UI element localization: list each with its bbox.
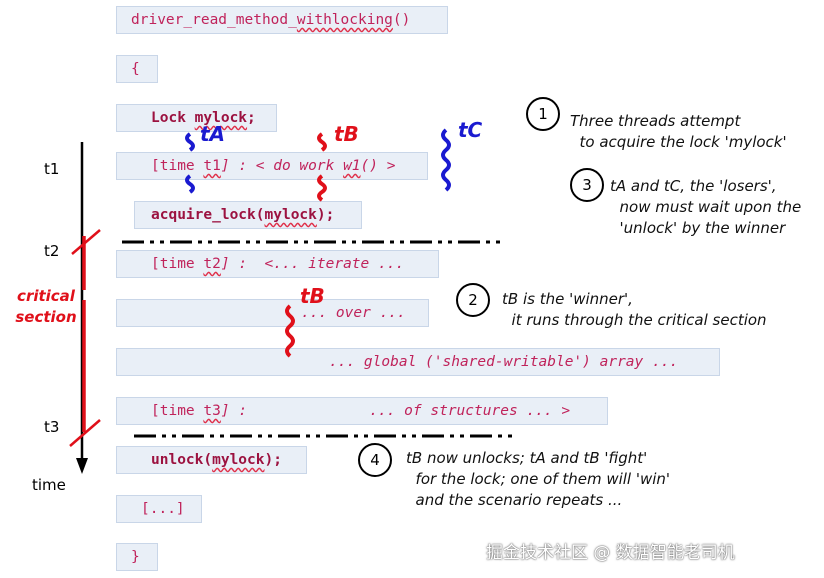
- code-ellipsis: [...]: [116, 495, 202, 523]
- code-text: mylock: [264, 207, 317, 223]
- code-text: [time: [151, 158, 204, 174]
- code-acquire-lock: acquire_lock(mylock);: [134, 201, 362, 229]
- note-1-number: 1: [526, 97, 560, 131]
- code-text: ] : < do work: [220, 158, 344, 174]
- critical-label-line2: section: [15, 308, 77, 326]
- code-over: ... over ...: [116, 299, 429, 327]
- code-unlock: unlock(mylock);: [116, 446, 307, 474]
- code-text: mylock: [212, 452, 265, 468]
- code-text: withlocking: [296, 12, 393, 28]
- code-close-brace: }: [116, 543, 158, 571]
- code-text: Lock: [151, 110, 195, 126]
- code-time-t1: [time t1] : < do work w1() >: [116, 152, 428, 180]
- thread-tb-squiggle-upper: [317, 132, 327, 152]
- code-text: [time: [151, 256, 204, 272]
- note-4-number: 4: [358, 443, 392, 477]
- thread-tb-squiggle-critical: [285, 304, 295, 358]
- code-text: driver_read_method_: [131, 12, 297, 28]
- code-text: () >: [360, 158, 396, 174]
- code-open-brace: {: [116, 55, 158, 83]
- thread-label-ta: tA: [200, 122, 226, 146]
- note-2-text: tB is the 'winner', it runs through the …: [502, 290, 767, 329]
- watermark: 掘金技术社区 @ 数据智能老司机: [486, 543, 735, 563]
- code-text: mylock: [194, 110, 248, 126]
- thread-ta-squiggle-upper: [185, 132, 195, 152]
- code-text: );: [264, 452, 282, 468]
- code-time-t3: [time t3] : ... of structures ... >: [116, 397, 608, 425]
- code-text: t1: [203, 158, 221, 174]
- code-text: t3: [203, 403, 221, 419]
- code-text: );: [316, 207, 335, 223]
- note-1-text: Three threads attempt to acquire the loc…: [570, 112, 787, 151]
- code-time-t2: [time t2] : <... iterate ...: [116, 250, 439, 278]
- code-text: (): [392, 12, 411, 28]
- critical-section-label: critical section: [8, 286, 84, 328]
- code-function-signature: driver_read_method_withlocking(): [116, 6, 448, 34]
- note-3-number: 3: [570, 168, 604, 202]
- code-text: [time: [151, 403, 204, 419]
- critical-label-line1: critical: [17, 287, 75, 305]
- code-text: ] : ... of structures ... >: [220, 403, 571, 419]
- thread-label-tb: tB: [334, 122, 359, 146]
- code-lock-declaration: Lock mylock;: [116, 104, 277, 132]
- note-4-text: tB now unlocks; tA and tB 'fight' for th…: [406, 449, 671, 509]
- timeline-time-label: time: [32, 476, 66, 494]
- code-text: ;: [247, 110, 256, 126]
- t3-cross-mark: [69, 419, 101, 447]
- t2-cross-mark: [71, 229, 101, 255]
- code-text: unlock(: [151, 452, 213, 468]
- timeline-t1-label: t1: [44, 160, 60, 178]
- thread-tc-squiggle: [441, 128, 451, 192]
- code-global-array: ... global ('shared-writable') array ...: [116, 348, 720, 376]
- code-text: acquire_lock(: [151, 207, 265, 223]
- code-text: ] : <... iterate ...: [220, 256, 405, 272]
- thread-tb-squiggle-lower: [317, 174, 327, 202]
- code-text: t2: [203, 256, 221, 272]
- thread-ta-squiggle-lower: [185, 174, 195, 194]
- code-text: w1: [343, 158, 361, 174]
- thread-label-tb-critical: tB: [300, 284, 325, 308]
- note-2-number: 2: [456, 283, 490, 317]
- time-axis-arrowhead: [76, 458, 88, 474]
- note-3-text: tA and tC, the 'losers', now must wait u…: [610, 177, 802, 237]
- thread-label-tc: tC: [458, 118, 483, 142]
- timeline-t3-label: t3: [44, 418, 60, 436]
- timeline-t2-label: t2: [44, 242, 60, 260]
